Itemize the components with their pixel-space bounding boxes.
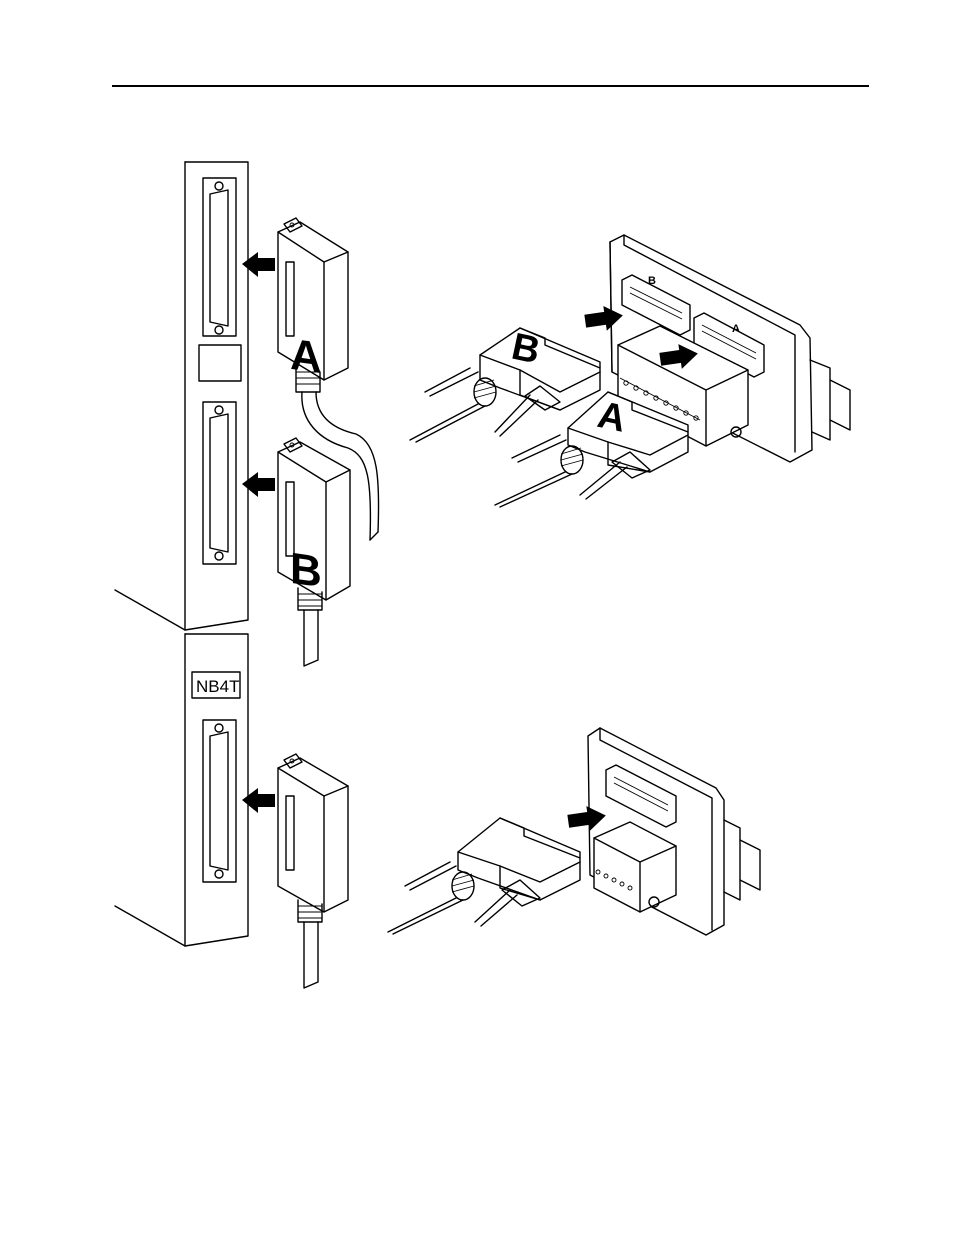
lower-module-panel: NB4T: [115, 634, 248, 946]
terminal-block-lower: [588, 728, 760, 935]
connector-a-label: A: [290, 330, 322, 383]
panel-port-a: [203, 178, 236, 336]
insert-arrow-b: [242, 472, 275, 497]
socket-b-label: B: [648, 275, 656, 287]
panel-port-nb4t: [203, 720, 236, 882]
panel-port-b: [203, 402, 236, 564]
upper-module-panel: [115, 162, 248, 630]
panel-blank-window: [199, 345, 241, 381]
dsub-plug-lower: [388, 818, 580, 934]
insert-arrow-nb4t: [242, 788, 275, 813]
cable-connector-a: A: [278, 218, 348, 392]
cable-connector-b: B: [278, 438, 350, 610]
insert-arrow-a: [242, 252, 275, 277]
cable-b: [304, 610, 318, 666]
connector-b-label: B: [290, 544, 322, 597]
cable-nb4t: [304, 922, 318, 988]
nb4t-label: NB4T: [196, 677, 239, 696]
socket-a-label: A: [732, 323, 740, 335]
cable-connector-nb4t: [278, 754, 348, 922]
